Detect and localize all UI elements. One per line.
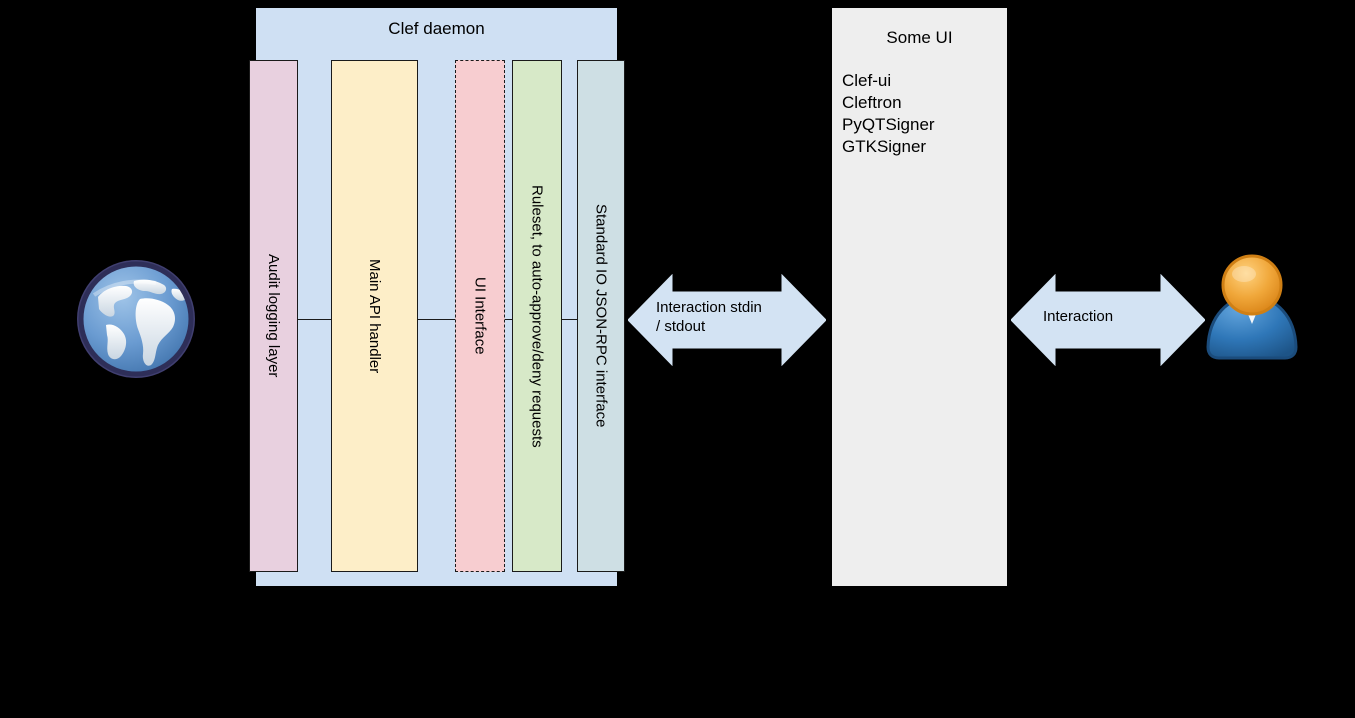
layer-main-api-handler: Main API handler bbox=[331, 60, 418, 572]
some-ui-panel: Some UI Clef-ui Cleftron PyQTSigner GTKS… bbox=[832, 8, 1007, 586]
layer-json-rpc-interface-label: Standard IO JSON-RPC interface bbox=[592, 204, 610, 428]
clef-daemon-container bbox=[256, 8, 617, 586]
layer-main-api-handler-label: Main API handler bbox=[366, 258, 383, 374]
globe-icon bbox=[72, 255, 200, 383]
layer-ruleset-label: Ruleset, to auto-approve/deny requests bbox=[528, 184, 546, 448]
layer-json-rpc-interface: Standard IO JSON-RPC interface bbox=[577, 60, 625, 572]
layer-audit-logging-label: Audit logging layer bbox=[265, 254, 282, 378]
arrow-interaction-label: Interaction bbox=[1043, 308, 1114, 325]
some-ui-list: Clef-ui Cleftron PyQTSigner GTKSigner bbox=[842, 70, 935, 158]
some-ui-title: Some UI bbox=[886, 28, 953, 47]
arrow-interaction: Interaction bbox=[1011, 274, 1205, 366]
layer-ruleset: Ruleset, to auto-approve/deny requests bbox=[512, 60, 562, 572]
layer-ui-interface-label: UI Interface bbox=[471, 277, 489, 355]
connector-ruleset-rpc bbox=[561, 319, 578, 320]
arrow-stdio-label: Interaction stdin / stdout bbox=[656, 299, 762, 335]
clef-daemon-title: Clef daemon bbox=[388, 19, 485, 38]
arrow-stdio: Interaction stdin / stdout bbox=[628, 274, 826, 366]
layer-ui-interface: UI Interface bbox=[455, 60, 505, 572]
user-icon bbox=[1202, 250, 1302, 365]
list-item: GTKSigner bbox=[842, 137, 927, 156]
layer-audit-logging: Audit logging layer bbox=[249, 60, 298, 572]
list-item: Clef-ui bbox=[842, 71, 892, 90]
list-item: PyQTSigner bbox=[842, 115, 935, 134]
connector-ui-ruleset bbox=[504, 319, 514, 320]
list-item: Cleftron bbox=[842, 93, 902, 112]
connector-audit-api bbox=[297, 319, 332, 320]
connector-api-ui bbox=[417, 319, 456, 320]
